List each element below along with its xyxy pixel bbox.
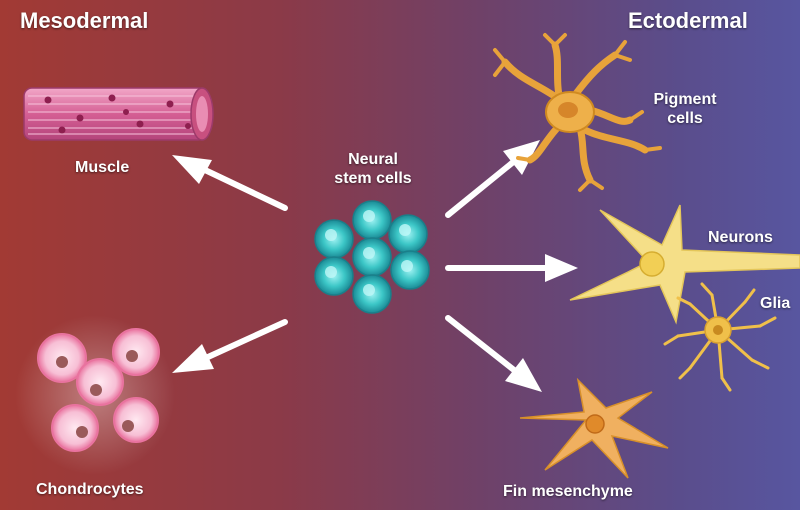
arrow-to-pigment-cells [445, 140, 540, 218]
arrow-to-fin-mesenchyme [445, 315, 542, 392]
arrows [172, 140, 578, 392]
glia-label: Glia [760, 295, 791, 312]
chondrocytes-label: Chondrocytes [36, 481, 144, 498]
pigment-cells-label-line2: cells [667, 110, 703, 127]
pigment-cells-label: Pigment cells [640, 90, 730, 128]
ectodermal-header: Ectodermal [628, 8, 748, 33]
stem-cells-label-line2: stem cells [334, 170, 412, 187]
mesodermal-header: Mesodermal [20, 8, 149, 33]
fin-mesenchyme-label: Fin mesenchyme [503, 483, 633, 500]
stem-cells-label: Neural stem cells [318, 150, 428, 188]
chondrocyte-cluster [15, 315, 175, 475]
stem-cells-label-line1: Neural [348, 151, 398, 168]
neurons-label: Neurons [708, 229, 773, 246]
pigment-cells-label-line1: Pigment [653, 91, 717, 108]
arrow-to-chondrocytes [172, 319, 288, 373]
muscle-cell [23, 87, 214, 141]
muscle-label: Muscle [75, 159, 130, 176]
arrow-to-muscle [172, 155, 288, 211]
glia-cell [663, 282, 777, 392]
stem-cell-nuclei [325, 210, 413, 296]
pigment-cell [493, 33, 662, 192]
fin-mesenchyme-cell [519, 377, 669, 479]
arrow-to-neurons [445, 254, 578, 282]
neuron-cell [569, 204, 800, 325]
